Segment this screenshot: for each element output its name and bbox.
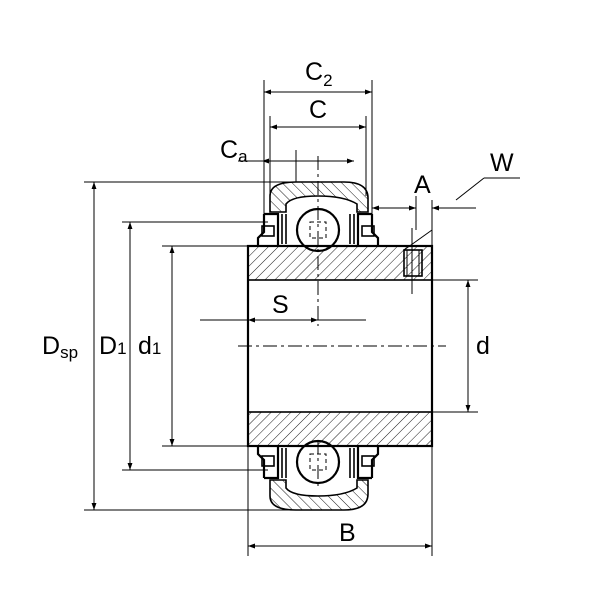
label-a: A xyxy=(414,171,431,199)
label-dsp: Dsp xyxy=(42,332,78,362)
bearing-section xyxy=(238,156,446,511)
label-c2: C2 xyxy=(305,58,333,90)
outer-ring-upper-section xyxy=(269,181,369,213)
labels: C2 C Ca W A Dsp D1 d1 S d B xyxy=(42,58,514,547)
inner-ring-lower-section xyxy=(247,411,433,447)
label-c: C xyxy=(309,96,327,124)
inner-ring-upper-section xyxy=(247,245,433,281)
dimension-lines xyxy=(84,80,520,556)
outer-ring-lower-section xyxy=(269,479,369,511)
label-ca: Ca xyxy=(220,136,248,166)
label-b: B xyxy=(339,519,356,547)
label-d1-outer: D1 xyxy=(99,332,127,360)
label-s: S xyxy=(272,291,289,319)
label-d: d xyxy=(476,332,490,360)
label-w: W xyxy=(490,149,514,177)
label-d1-inner: d1 xyxy=(138,332,161,360)
grub-screw xyxy=(403,249,423,277)
